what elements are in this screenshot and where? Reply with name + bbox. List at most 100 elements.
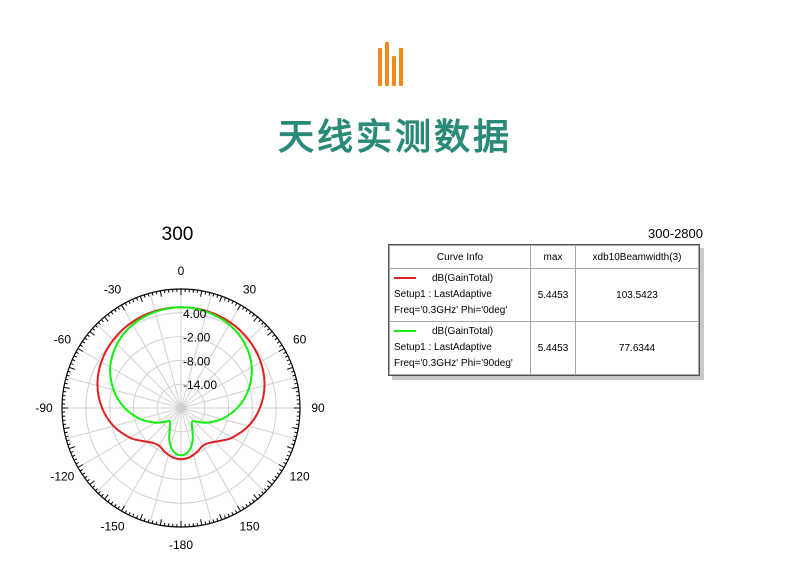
series-line-phi0	[96, 306, 266, 461]
angle-tick-mark	[132, 513, 135, 517]
angle-tick-mark	[274, 475, 278, 479]
angle-tick-mark	[200, 519, 203, 526]
angle-tick-mark	[101, 493, 104, 497]
angle-tick-label: -180	[169, 538, 193, 552]
angle-tick-mark	[248, 311, 252, 315]
legend-max: 5.4453	[530, 268, 576, 322]
chart-legend: Curve Info max xdb10Beamwidth(3) dB(Gain…	[388, 244, 700, 376]
angle-tick-mark	[79, 469, 83, 472]
angle-tick-mark	[128, 512, 131, 516]
angle-tick-mark	[63, 427, 70, 430]
angle-tick-mark	[65, 435, 69, 438]
radial-tick-label: -2.00	[183, 331, 211, 345]
legend-row: dB(GainTotal) Setup1 : LastAdaptive Freq…	[389, 268, 699, 322]
angle-tick-mark	[65, 378, 69, 381]
angle-tick-label: 150	[239, 520, 259, 534]
angle-tick-mark	[208, 292, 211, 296]
angle-tick-mark	[292, 439, 296, 442]
angle-tick-mark	[267, 331, 273, 336]
angle-tick-mark	[69, 366, 75, 370]
angular-grid-line	[77, 348, 182, 409]
angle-tick-mark	[216, 294, 219, 298]
angle-tick-mark	[253, 316, 258, 322]
angle-tick-mark	[92, 485, 96, 488]
angle-tick-mark	[261, 322, 265, 325]
angle-tick-mark	[135, 515, 139, 519]
angle-tick-mark	[147, 519, 150, 523]
angle-tick-mark	[124, 302, 127, 306]
angle-tick-mark	[278, 464, 285, 468]
legend-curve-info: dB(GainTotal) Setup1 : LastAdaptive Freq…	[389, 268, 531, 322]
angle-tick-mark	[124, 510, 127, 514]
angle-tick-mark	[73, 458, 77, 461]
legend-curve-info: dB(GainTotal) Setup1 : LastAdaptive Freq…	[389, 321, 531, 375]
angle-tick-mark	[107, 499, 110, 503]
angle-tick-mark	[227, 513, 230, 517]
angle-tick-label: -120	[50, 470, 74, 484]
angle-tick-mark	[237, 505, 241, 512]
angle-tick-mark	[231, 300, 234, 304]
angle-tick-mark	[95, 488, 98, 492]
angle-tick-mark	[73, 355, 77, 358]
radial-tick-label: -14.00	[183, 378, 217, 392]
angle-tick-mark	[245, 503, 248, 507]
legend-row: dB(GainTotal) Setup1 : LastAdaptive Freq…	[389, 321, 699, 375]
angle-tick-mark	[114, 309, 117, 313]
legend-setup: Setup1 : LastAdaptive	[394, 289, 492, 300]
angle-tick-mark	[72, 359, 76, 362]
legend-swatch-phi90	[394, 330, 416, 333]
angle-tick-mark	[63, 386, 70, 389]
angle-tick-mark	[159, 519, 162, 526]
angle-tick-mark	[227, 299, 230, 303]
angle-tick-label: -90	[35, 401, 53, 415]
angle-tick-mark	[294, 431, 298, 434]
angular-grid-line	[65, 407, 182, 440]
angle-tick-mark	[97, 322, 101, 325]
angle-tick-mark	[86, 334, 90, 337]
legend-curve-name: dB(GainTotal)	[432, 273, 494, 284]
angle-tick-mark	[117, 506, 120, 510]
angle-tick-label: 90	[311, 401, 325, 415]
angle-tick-mark	[77, 348, 84, 352]
angle-tick-mark	[264, 324, 267, 328]
legend-header-curve-info: Curve Info	[389, 245, 531, 269]
angle-tick-mark	[82, 341, 86, 344]
angle-tick-mark	[70, 362, 74, 366]
angle-tick-mark	[292, 374, 296, 377]
angle-tick-mark	[279, 344, 283, 347]
angle-tick-mark	[143, 294, 146, 298]
angle-tick-mark	[285, 458, 289, 461]
angle-tick-mark	[294, 382, 298, 385]
angle-tick-mark	[212, 293, 215, 297]
angle-tick-mark	[97, 491, 101, 494]
angle-tick-mark	[101, 319, 104, 323]
angular-grid-line	[121, 304, 182, 409]
angle-tick-mark	[235, 510, 238, 514]
angle-tick-mark	[66, 439, 70, 442]
angle-tick-mark	[92, 328, 96, 331]
angle-tick-mark	[69, 446, 75, 450]
angle-tick-mark	[67, 370, 71, 373]
angle-tick-mark	[235, 302, 238, 306]
angle-tick-mark	[151, 520, 154, 524]
angle-tick-mark	[223, 515, 227, 519]
legend-curve-name: dB(GainTotal)	[432, 326, 494, 337]
angle-tick-mark	[267, 480, 273, 485]
angle-tick-mark	[151, 292, 154, 296]
angle-tick-mark	[216, 518, 219, 522]
angle-tick-mark	[204, 291, 207, 295]
angle-tick-mark	[147, 293, 150, 297]
angle-tick-mark	[200, 290, 203, 297]
angle-tick-mark	[128, 300, 131, 304]
angle-tick-mark	[286, 359, 290, 362]
angle-tick-mark	[75, 462, 79, 465]
angle-tick-mark	[82, 472, 86, 475]
angle-tick-mark	[86, 479, 90, 482]
angle-tick-mark	[208, 520, 211, 524]
angle-tick-mark	[204, 521, 207, 525]
angle-tick-mark	[139, 296, 143, 302]
angle-tick-mark	[242, 306, 245, 310]
legend-beamwidth: 77.6344	[575, 321, 699, 375]
legend-beamwidth: 103.5423	[575, 268, 699, 322]
